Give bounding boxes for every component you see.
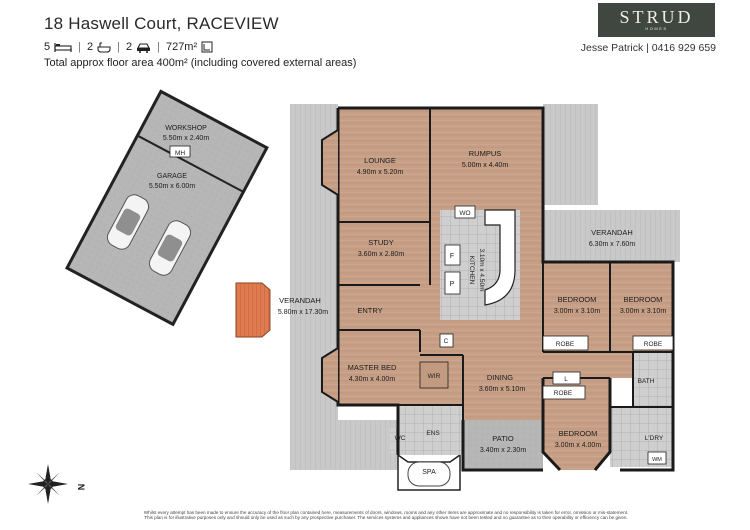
robe-label-middle: ROBE <box>554 390 573 397</box>
spa-label: SPA <box>422 469 436 476</box>
property-address: 18 Haswell Court, RACEVIEW <box>44 14 279 33</box>
cupboard-box <box>439 333 454 348</box>
bedroom3-name: BEDROOM <box>624 295 663 304</box>
verandah-east-deck <box>543 210 680 262</box>
wm-label: WM <box>652 457 662 463</box>
svg-text:GARAGE: GARAGE <box>157 173 187 180</box>
fridge-box <box>444 244 461 266</box>
compass-north-label: N <box>76 484 86 491</box>
master-name: MASTER BED <box>348 363 397 372</box>
lounge-dims: 4.90m x 5.20m <box>357 169 403 176</box>
wir-label: WIR <box>428 373 441 380</box>
linen-box <box>552 371 581 385</box>
fridge-label: F <box>450 253 454 260</box>
spa-tub <box>407 461 451 487</box>
bedroom4-name: BEDROOM <box>559 429 598 438</box>
dining-dims: 3.60m x 5.10m <box>479 386 525 393</box>
rumpus-name: RUMPUS <box>469 149 502 158</box>
compass-icon <box>28 464 68 504</box>
svg-text:5.50m x 6.00m: 5.50m x 6.00m <box>149 183 195 190</box>
wall-oven-label: WO <box>459 210 470 217</box>
lounge-name: LOUNGE <box>364 156 396 165</box>
patio-dims: 3.40m x 2.30m <box>480 447 526 454</box>
north-deck <box>543 104 598 205</box>
dining-name: DINING <box>487 373 513 382</box>
car-left <box>106 194 150 250</box>
wall-oven-box <box>454 205 476 219</box>
workshop-label: WORKSHOP 5.50m x 2.40m <box>163 125 209 142</box>
garage-block <box>64 89 269 327</box>
cupboard-label: C <box>444 338 449 345</box>
agency-logo: STRUD HOMES <box>598 3 715 37</box>
manhole-box <box>169 145 191 158</box>
wir-box <box>419 361 449 389</box>
manhole-label: MH <box>175 150 185 157</box>
bed-icon <box>54 43 72 52</box>
stat-separator: | <box>78 41 81 53</box>
total-floor-area: Total approx floor area 400m² (including… <box>44 57 357 69</box>
verandah-west-name: VERANDAH <box>279 296 321 305</box>
bath-floor <box>633 352 673 407</box>
stat-separator: | <box>157 41 160 53</box>
wc-floor <box>390 428 412 453</box>
pantry-box <box>444 271 461 295</box>
bedroom2-name: BEDROOM <box>558 295 597 304</box>
svg-text:WORKSHOP: WORKSHOP <box>165 125 207 132</box>
agent-contact: Jesse Patrick | 0416 929 659 <box>580 42 716 54</box>
bath-icon <box>97 41 111 53</box>
property-stats: 5 | 2 | 2 | 727m² <box>44 41 213 53</box>
garage-label: GARAGE 5.50m x 6.00m <box>149 173 195 190</box>
kitchen-dims: 3.10m x 4.50m <box>478 249 485 292</box>
logo-text: STRUD <box>619 7 694 27</box>
svg-text:5.50m x 2.40m: 5.50m x 2.40m <box>163 135 209 142</box>
car-icon <box>137 42 151 53</box>
wc-label: WC <box>395 435 406 442</box>
patio-floor <box>463 420 543 470</box>
linen-label: L <box>564 376 568 383</box>
rumpus-dims: 5.00m x 4.40m <box>462 162 508 169</box>
bedroom4-dims: 3.00m x 4.00m <box>555 442 601 449</box>
entry-label: ENTRY <box>357 306 382 315</box>
verandah-east-name: VERANDAH <box>591 228 633 237</box>
south-deck <box>338 420 398 470</box>
laundry-label: L'DRY <box>645 435 664 442</box>
bedroom4-floor <box>543 378 610 470</box>
verandah-east-dims: 6.30m x 7.60m <box>589 241 635 248</box>
entry-ramp <box>235 282 271 338</box>
ensuite-label: ENS <box>426 430 440 437</box>
robe-label-left: ROBE <box>556 341 575 348</box>
land-icon <box>201 41 213 53</box>
kitchen-bench <box>484 209 516 306</box>
robe-box-middle <box>542 385 586 400</box>
robe-label-right: ROBE <box>644 341 663 348</box>
robe-box-right <box>632 335 674 351</box>
interior-walls <box>338 108 673 452</box>
bathroom-count: 2 <box>86 41 94 53</box>
stat-separator: | <box>117 41 120 53</box>
disclaimer: Whilst every attempt has been made to en… <box>106 510 666 521</box>
car-count: 2 <box>125 41 133 53</box>
pantry-label: P <box>450 281 455 288</box>
study-name: STUDY <box>368 238 393 247</box>
bedroom2-dims: 3.00m x 3.10m <box>554 308 600 315</box>
study-dims: 3.60m x 2.80m <box>358 251 404 258</box>
land-size: 727m² <box>165 41 198 53</box>
robe-box-left <box>542 335 589 351</box>
disclaimer-line-1: Whilst every attempt has been made to en… <box>143 510 629 515</box>
kitchen-name: KITCHEN <box>468 256 475 285</box>
disclaimer-line-2: This plan is for illustrative purposes o… <box>144 515 628 521</box>
car-right <box>148 220 192 276</box>
wm-box <box>647 451 667 465</box>
logo-subtext: HOMES <box>645 26 668 31</box>
master-dims: 4.30m x 4.00m <box>349 376 395 383</box>
verandah-west-dims: 5.80m x 17.30m <box>278 309 328 316</box>
master-bay-window <box>321 347 339 403</box>
bath-label: BATH <box>638 378 655 385</box>
patio-name: PATIO <box>492 434 514 443</box>
lounge-bay-window <box>321 129 339 196</box>
walls <box>336 106 675 472</box>
bedroom-count: 5 <box>44 41 51 53</box>
bedroom3-dims: 3.00m x 3.10m <box>620 308 666 315</box>
